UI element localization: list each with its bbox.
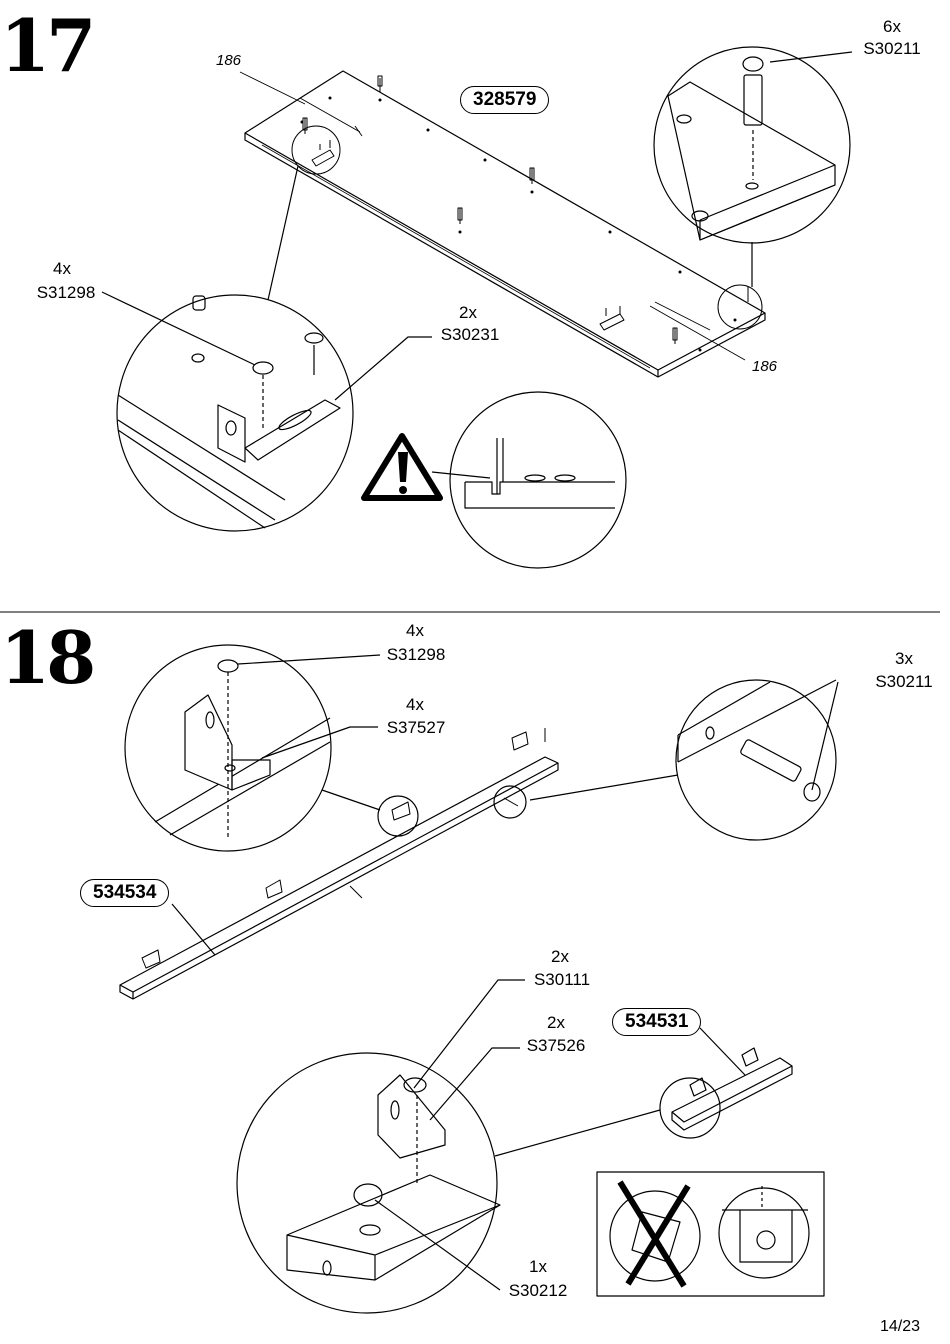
- part-code-328579: 328579: [460, 86, 550, 114]
- callout-part: S30212: [508, 1281, 568, 1300]
- detail-s37527-circle: [124, 644, 381, 852]
- rail-534531: [671, 1027, 793, 1131]
- detail-s31298-circle: [101, 291, 432, 532]
- page-number: 14/23: [880, 1318, 921, 1335]
- board-328579: [244, 70, 766, 378]
- callout-qty: 1x: [529, 1257, 547, 1276]
- callout-qty: 2x: [547, 1013, 565, 1032]
- callout-qty: 2x: [551, 947, 569, 966]
- part-code-534534: 534534: [80, 879, 170, 907]
- rail-534534: [119, 756, 559, 1000]
- step-number-18: 18: [0, 615, 96, 700]
- callout-qty: 4x: [53, 259, 71, 278]
- wrong-orientation-icon: [609, 1180, 701, 1288]
- callout-qty: 2x: [459, 303, 477, 322]
- warning-icon: [361, 433, 443, 501]
- callout-qty: 3x: [895, 649, 913, 668]
- dimension-left: 186: [216, 52, 242, 69]
- detail-s30211-rail-circle: [529, 679, 839, 841]
- callout-part: S31298: [386, 645, 446, 664]
- callout-part: S30231: [440, 325, 500, 344]
- callout-part: S37527: [386, 718, 446, 737]
- part-code-534531: 534531: [612, 1008, 702, 1036]
- correct-orientation-icon: [718, 1186, 810, 1279]
- callout-qty: 4x: [406, 621, 424, 640]
- detail-s30211-circle: [653, 46, 853, 244]
- callout-part: S30211: [863, 39, 921, 58]
- warning-detail-circle: [449, 391, 627, 569]
- step-number-17: 17: [0, 3, 96, 88]
- callout-part: S30211: [875, 672, 933, 691]
- callout-part: S31298: [36, 283, 96, 302]
- callout-qty: 4x: [406, 695, 424, 714]
- dimension-right: 186: [752, 358, 778, 375]
- orientation-box: [596, 1171, 825, 1297]
- callout-qty: 6x: [883, 17, 901, 36]
- detail-s30111-circle: [236, 979, 661, 1314]
- callout-part: S30111: [533, 970, 591, 989]
- callout-part: S37526: [526, 1036, 586, 1055]
